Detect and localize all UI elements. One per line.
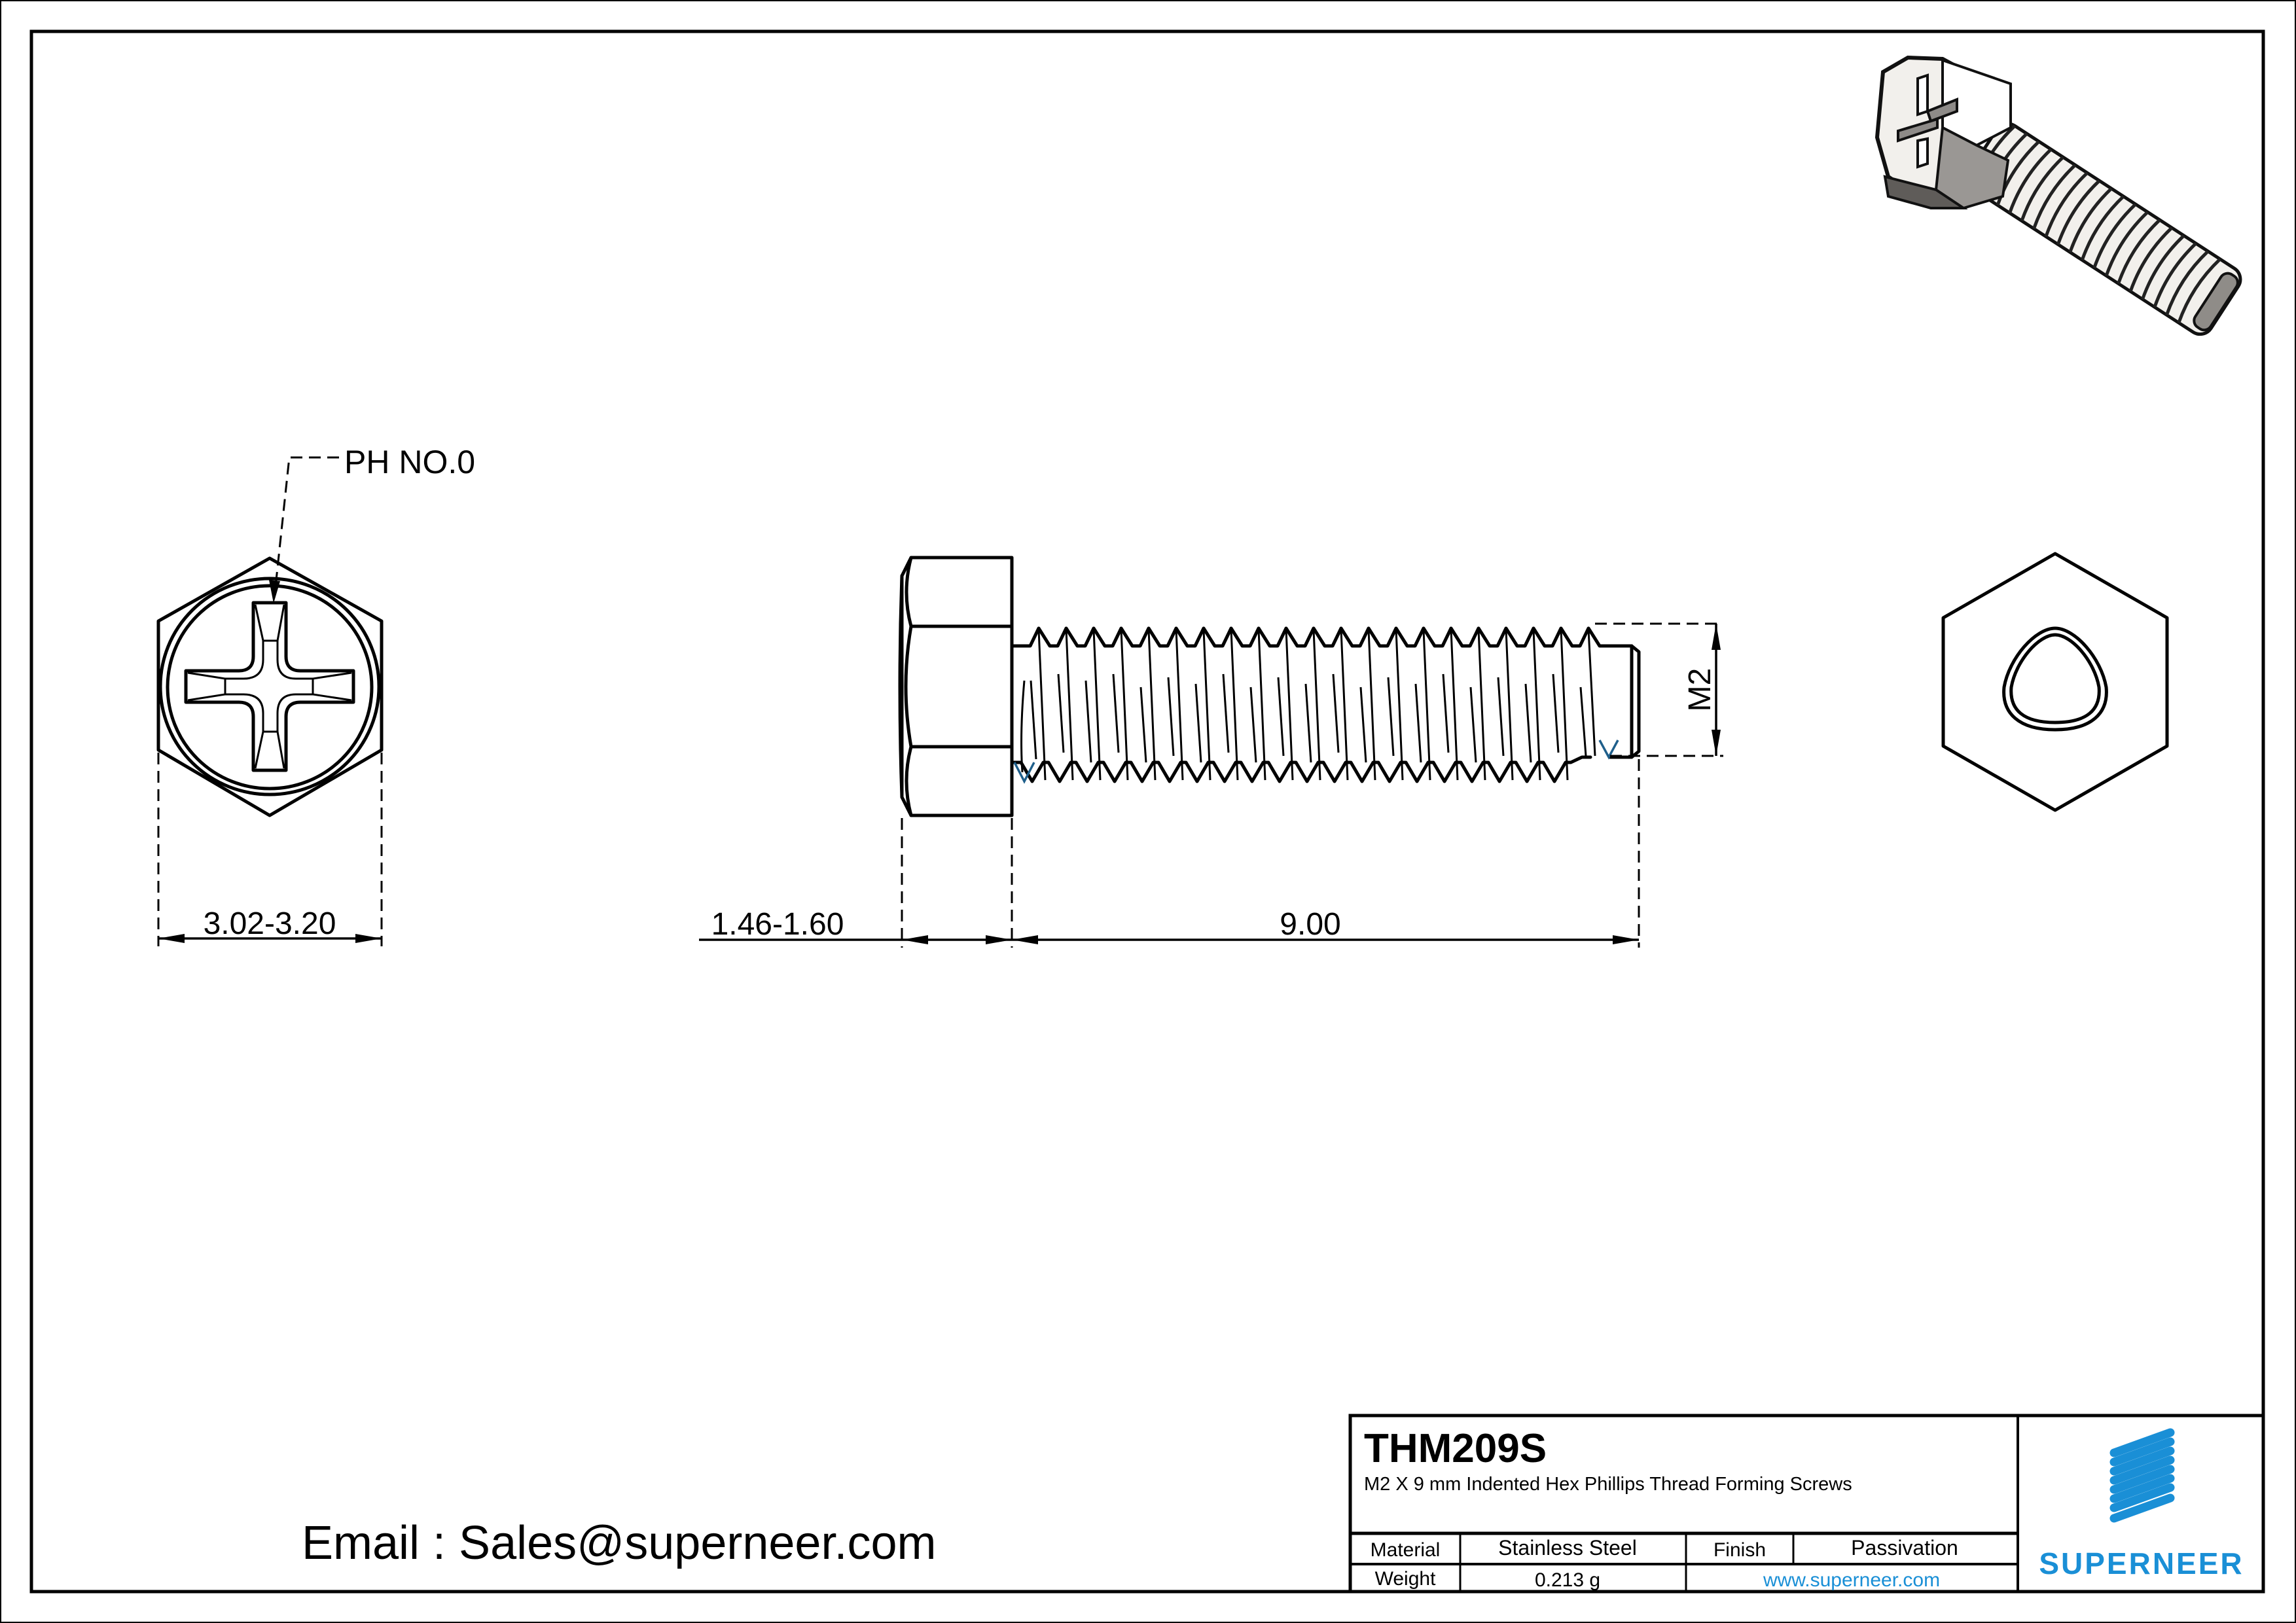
title-block: THM209S M2 X 9 mm Indented Hex Phillips … bbox=[1348, 1414, 2265, 1594]
striped-parallelogram-logo-icon bbox=[2109, 1428, 2175, 1523]
length-dimension: 9.00 bbox=[1280, 907, 1340, 942]
dimension-arrow-left bbox=[158, 934, 185, 943]
washer-face-inner-circle bbox=[166, 584, 374, 791]
thread-start-marker bbox=[1013, 762, 1035, 784]
trilobular-profile-inner bbox=[2009, 633, 2101, 724]
head-height-dimension: 1.46-1.60 bbox=[711, 907, 844, 942]
website-link[interactable]: www.superneer.com bbox=[1763, 1569, 1940, 1591]
contact-email: Email : Sales@superneer.com bbox=[302, 1517, 937, 1569]
callout-arrowhead bbox=[269, 580, 280, 603]
part-number: THM209S bbox=[1364, 1426, 1547, 1471]
head-top-view: PH NO.0 3.02-3.20 bbox=[156, 444, 475, 946]
phillips-recess-icon bbox=[184, 601, 355, 772]
thread-end-marker bbox=[1598, 740, 1619, 760]
drawing-border bbox=[29, 29, 2265, 1594]
material-value: Stainless Steel bbox=[1498, 1536, 1637, 1560]
isometric-screw-render bbox=[1874, 55, 2242, 336]
phillips-size-callout: PH NO.0 bbox=[344, 444, 475, 480]
finish-value: Passivation bbox=[1851, 1536, 1958, 1560]
hex-head-side bbox=[898, 556, 1014, 817]
hex-outline bbox=[156, 556, 384, 817]
trilobular-profile-outer bbox=[2002, 626, 2108, 732]
thread-body bbox=[1010, 626, 1641, 784]
material-label: Material bbox=[1371, 1539, 1441, 1561]
washer-face-outer-circle bbox=[158, 577, 381, 796]
weight-value: 0.213 g bbox=[1535, 1569, 1600, 1591]
thread-size-dimension: M2 bbox=[1683, 668, 1717, 712]
dimension-arrow-right bbox=[355, 934, 382, 943]
side-view: M2 1.46-1.60 9.00 bbox=[699, 556, 1723, 948]
brand-wordmark: SUPERNEER bbox=[2039, 1546, 2244, 1580]
weight-label: Weight bbox=[1375, 1568, 1436, 1590]
end-view bbox=[1941, 552, 2169, 812]
part-description: M2 X 9 mm Indented Hex Phillips Thread F… bbox=[1364, 1474, 1852, 1495]
website-link-text[interactable]: www.superneer.com bbox=[1763, 1569, 1940, 1591]
across-flats-dimension: 3.02-3.20 bbox=[204, 906, 336, 941]
callout-leader bbox=[274, 456, 339, 593]
hex-outline-end bbox=[1941, 552, 2169, 812]
finish-label: Finish bbox=[1713, 1539, 1766, 1561]
